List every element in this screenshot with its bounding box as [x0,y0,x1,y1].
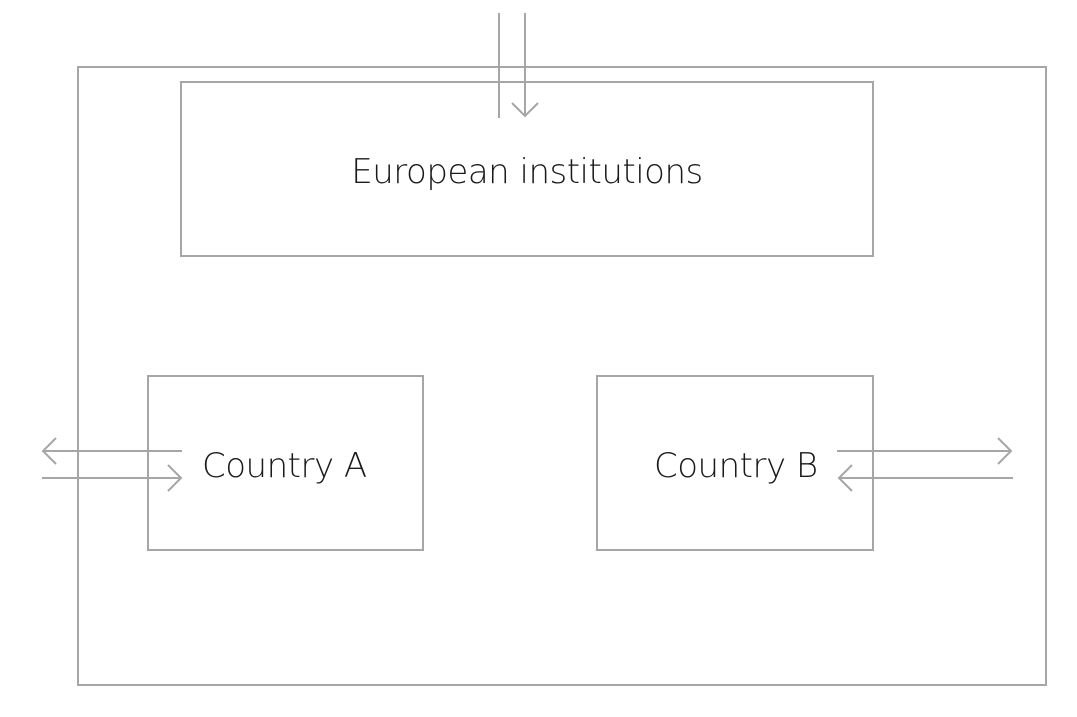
european-institutions-label: European institutions [351,152,703,192]
country-b-incoming-arrow [837,464,1013,492]
country-b-box [596,375,874,551]
european-institutions-box [180,81,874,257]
eu-incoming-arrow [511,13,539,118]
country-a-incoming-arrow [42,464,183,492]
outer-frame [77,66,1047,686]
country-b-label: Country B [654,446,818,486]
country-b-outgoing-arrow [837,437,1013,465]
country-a-box [147,375,424,551]
country-a-label: Country A [202,446,367,486]
country-a-outgoing-arrow [41,437,182,465]
